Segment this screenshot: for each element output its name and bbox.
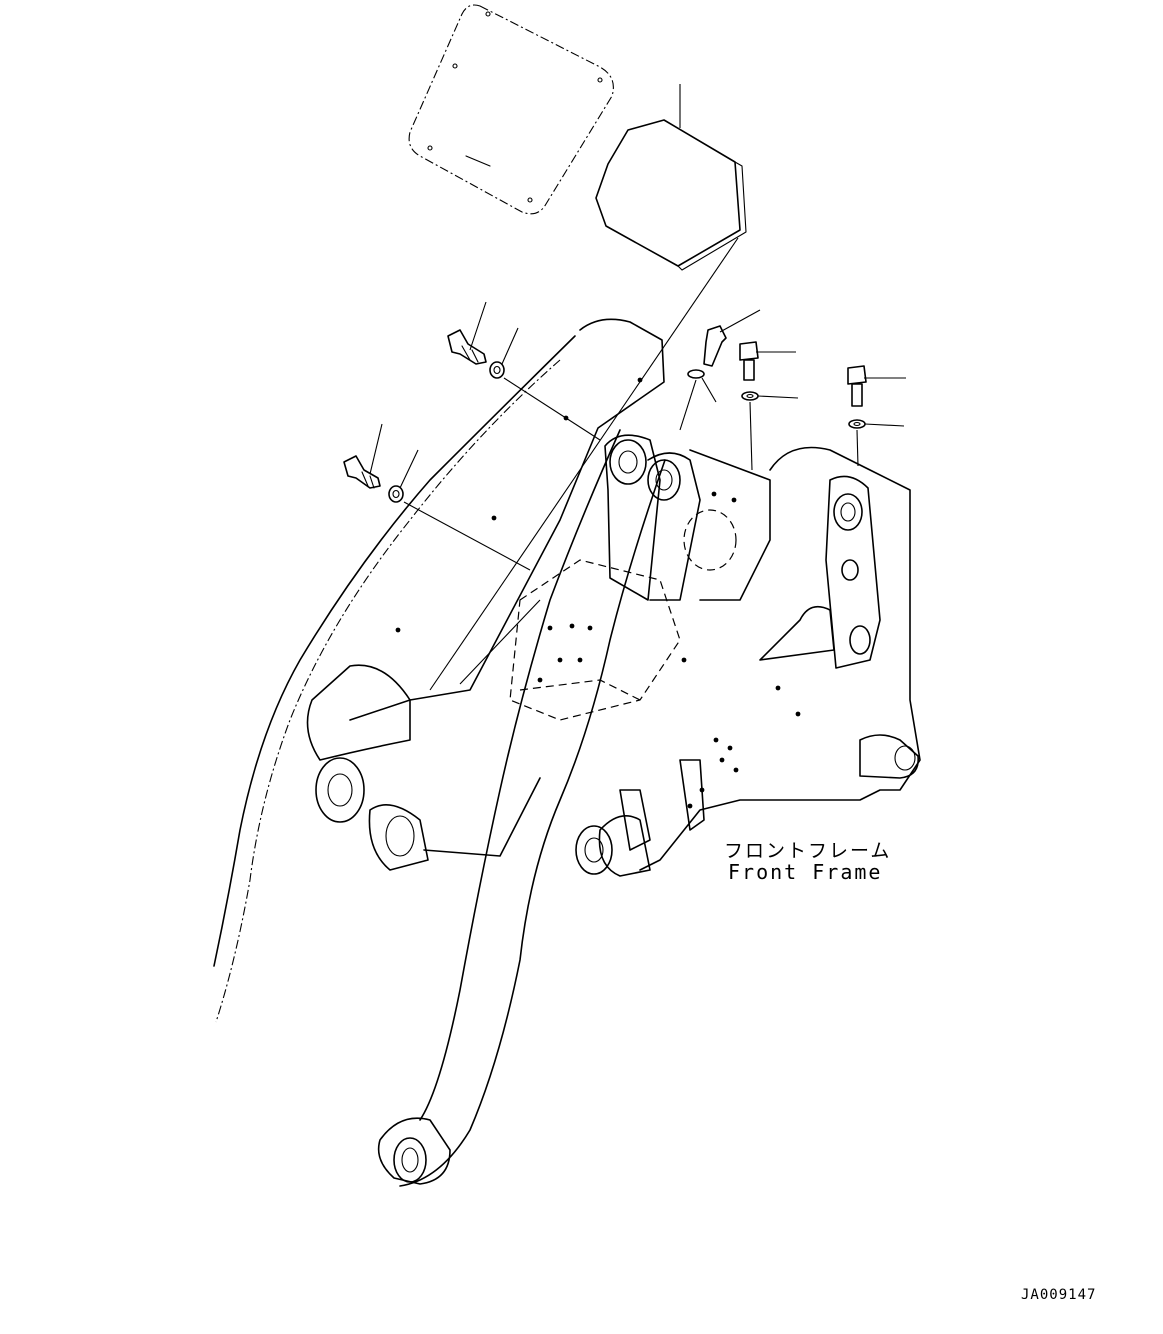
washer-upper-left bbox=[489, 327, 601, 441]
bolt-center-upper bbox=[703, 309, 761, 367]
bolt-vertical-right bbox=[847, 365, 906, 407]
washer-vertical-right bbox=[848, 419, 905, 467]
washer-lower-left bbox=[388, 449, 531, 571]
bolt-lower-left bbox=[343, 423, 383, 489]
bolt-vertical-middle bbox=[739, 341, 796, 381]
lock-washer-center bbox=[679, 369, 717, 431]
phantom-cover-plate bbox=[408, 4, 614, 215]
drawing-number: JA009147 bbox=[1021, 1287, 1097, 1303]
front-frame-label-en: Front Frame bbox=[728, 860, 883, 884]
front-frame bbox=[213, 318, 921, 1187]
front-frame-label-jp: フロントフレーム bbox=[724, 840, 892, 862]
washer-vertical-middle bbox=[741, 391, 799, 471]
octagon-sheet-part bbox=[429, 84, 747, 691]
bolt-upper-left bbox=[447, 301, 487, 365]
